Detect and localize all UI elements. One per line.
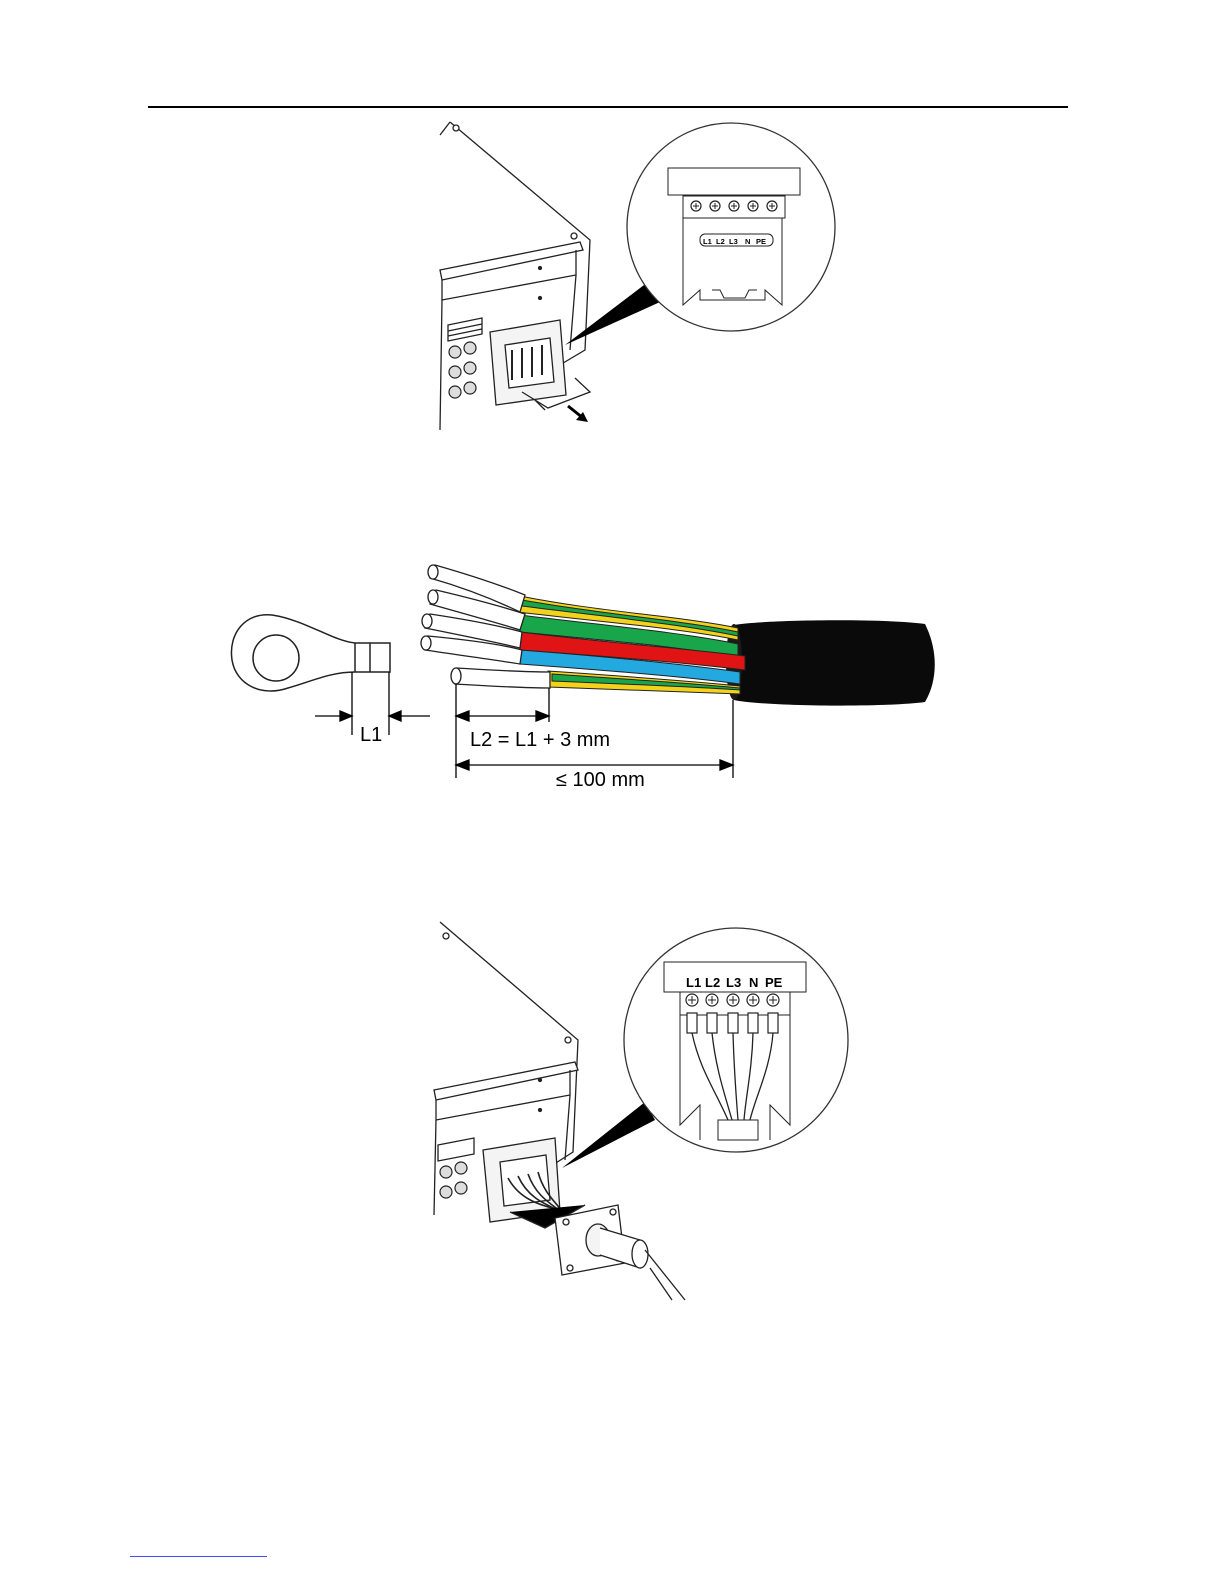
terminal-label-n: N (749, 975, 758, 990)
dc-connectors (440, 1162, 467, 1198)
terminal-label-l3: L3 (726, 975, 741, 990)
footer-link-rule (130, 1556, 267, 1557)
cable-gland (555, 1205, 685, 1300)
terminal-label-l1: L1 (686, 975, 701, 990)
callout-zoom-circle: L1 L2 L3 N PE (624, 928, 848, 1152)
callout-pointer (562, 1102, 655, 1168)
terminal-label-pe: PE (765, 975, 783, 990)
terminal-label-l2: L2 (705, 975, 720, 990)
